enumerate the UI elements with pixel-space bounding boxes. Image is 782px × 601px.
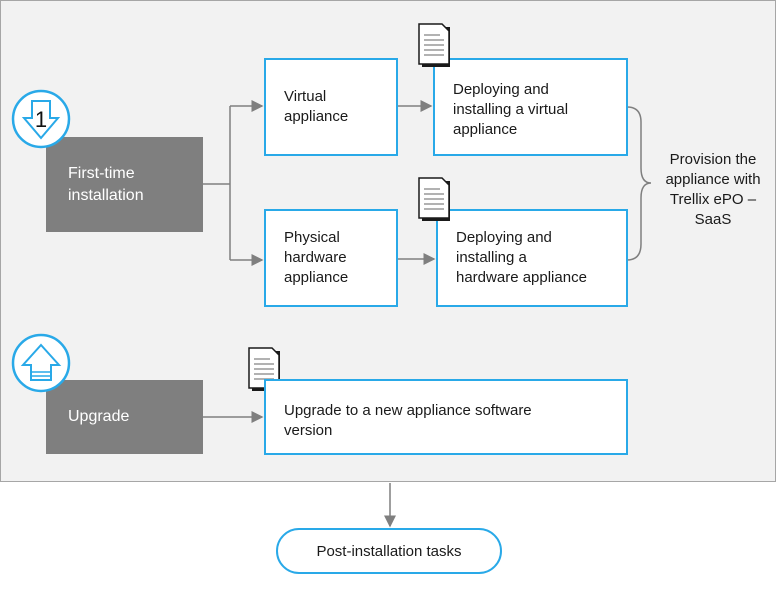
step-number: 1 — [35, 107, 47, 132]
first-time-installation-box: First-time installation — [46, 137, 203, 232]
document-icon — [418, 177, 450, 221]
download-step-icon: 1 — [11, 89, 71, 149]
post-installation-tasks-button[interactable]: Post-installation tasks — [276, 528, 502, 574]
deploy-virtual-appliance-box: Deploying and installing a virtual appli… — [433, 58, 628, 156]
virtual-appliance-box: Virtual appliance — [264, 58, 398, 156]
upgrade-task-box: Upgrade to a new appliance software vers… — [264, 379, 628, 455]
upgrade-arrow-icon — [11, 333, 71, 393]
physical-appliance-box: Physical hardware appliance — [264, 209, 398, 307]
upgrade-box: Upgrade — [46, 380, 203, 454]
deploy-hardware-appliance-box: Deploying and installing a hardware appl… — [436, 209, 628, 307]
document-icon — [248, 347, 280, 391]
provision-label: Provision the appliance with Trellix ePO… — [665, 151, 761, 228]
document-icon — [418, 23, 450, 67]
provision-brace — [626, 106, 652, 261]
